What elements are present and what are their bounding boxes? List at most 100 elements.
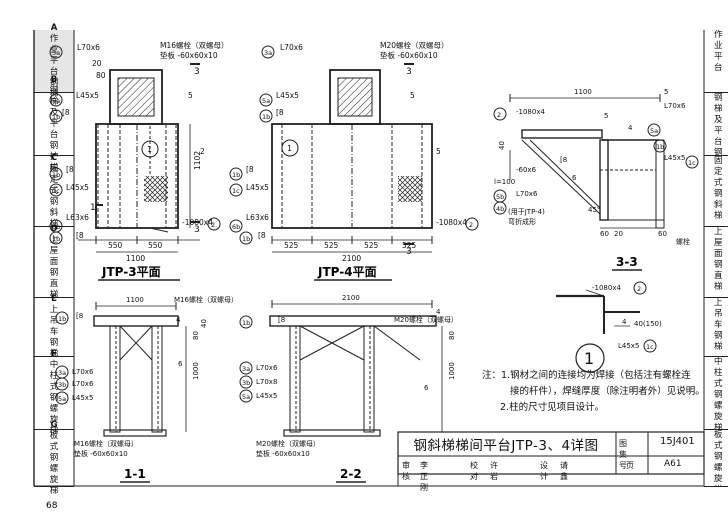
callout-1: 1: [147, 145, 152, 154]
svg-text:6b: 6b: [232, 223, 240, 231]
page-number: 68: [46, 501, 58, 511]
svg-text:1b: 1b: [232, 171, 240, 179]
svg-text:2: 2: [637, 285, 641, 293]
svg-text:2: 2: [497, 111, 501, 119]
svg-text:5a: 5a: [58, 395, 66, 403]
dim-5b: 5: [436, 147, 441, 156]
dim-1100: 1100: [574, 88, 592, 96]
dim-4: 4: [176, 316, 181, 324]
label-bolt: 螺栓: [676, 237, 690, 246]
label-l45x5b: L45x5: [66, 183, 89, 192]
dim-1100: 1100: [126, 296, 144, 304]
label-l45x5: L45x5: [276, 91, 299, 100]
jtp3-plan: [78, 63, 200, 253]
right-tab: 钢梯及平台钢护栏: [704, 93, 728, 156]
dim-40: 40: [498, 141, 506, 150]
view-title-jtp3: JTP-3平面: [101, 265, 161, 279]
label-c8: [8: [62, 108, 70, 117]
atlas-label: 图集号: [619, 439, 627, 470]
label-bolt: M20螺栓（双螺母）: [380, 40, 449, 50]
label-plate: -1080x4: [592, 284, 621, 292]
label-l70x6b: L70x6: [72, 380, 94, 388]
label-6: 6: [572, 174, 577, 182]
section-2-2-labels: 2100 [8 M20螺栓（双螺母） 4 L70x6 L70x8 L45x5 6…: [256, 294, 458, 458]
label-plate2: -60x6: [516, 166, 537, 174]
label-l45x5: L45x5: [618, 342, 639, 350]
label-l70x6b: L70x6: [516, 190, 538, 198]
detail-1-labels: -1080x4 4 40(150) L45x5 1: [584, 284, 662, 368]
note-line-2: 接的杆件），焊缝厚度（除注明者外）见说明。: [510, 386, 705, 397]
atlas-value: 15J401: [660, 436, 695, 447]
label-plate: -1080x4: [516, 108, 545, 116]
label-c8: [8: [76, 312, 83, 320]
label-bolt: M16螺栓（双螺母）: [160, 40, 229, 50]
svg-text:1b: 1b: [242, 319, 250, 327]
dim-60b: 60: [658, 230, 667, 238]
jtp3-callouts: 3a 5a 1b 1b 1c 6b 1b 2: [49, 45, 221, 245]
dim-1102: 1102: [193, 151, 202, 170]
section-2-2: [269, 300, 443, 437]
section-1-1-callouts: 1b 3a 3b 5a: [55, 311, 69, 405]
label-washer: 垫板 -60x60x10: [380, 50, 438, 60]
callout-1: 1: [287, 144, 292, 153]
svg-text:1b: 1b: [58, 315, 66, 323]
label-plate: -1080x4: [182, 218, 213, 227]
detail-1-callouts: 2 1c: [633, 281, 657, 353]
svg-text:5a: 5a: [242, 393, 250, 401]
label-c8b: [8: [246, 165, 254, 174]
designer: 请 鑫: [560, 461, 568, 481]
right-tab: 上屋面钢直梯: [704, 227, 728, 298]
review-label: 审核: [402, 461, 410, 481]
label-c8b: [8: [66, 165, 74, 174]
right-tab: 固定式钢斜梯: [704, 156, 728, 227]
dim-4: 4: [628, 124, 633, 132]
design-label: 设计: [540, 461, 548, 481]
svg-text:1c: 1c: [688, 159, 696, 167]
dim-2100: 2100: [342, 254, 361, 263]
label-l70x6: L70x6: [77, 43, 100, 52]
note-line-3: 2.柱的尺寸见项目设计。: [500, 402, 605, 413]
dim-2100: 2100: [342, 294, 360, 302]
svg-text:1b: 1b: [262, 113, 270, 121]
svg-text:3a: 3a: [242, 365, 250, 373]
dim-6: 6: [178, 360, 183, 368]
dim-5: 5: [188, 91, 193, 100]
dim-20: 20: [92, 59, 102, 68]
svg-text:1b: 1b: [52, 235, 60, 243]
dim-20: 20: [614, 230, 623, 238]
right-tab: 上吊车钢梯: [704, 298, 728, 357]
svg-text:5a: 5a: [52, 97, 60, 105]
page-label: 页: [626, 461, 634, 470]
right-tab: 板式钢螺旋梯: [704, 430, 728, 487]
svg-text:5a: 5a: [650, 127, 658, 135]
detail-1: [556, 289, 640, 373]
dim-5: 5: [410, 91, 415, 100]
svg-text:3a: 3a: [52, 49, 60, 57]
reviewer: 李正刚: [420, 461, 428, 492]
cut-3b: 3: [406, 247, 412, 257]
dim-80: 80: [448, 331, 456, 340]
section-2-2-callouts: 1b 3a 3b 5a: [239, 315, 253, 403]
label-l45x5: L45x5: [72, 394, 93, 402]
label-l100: l=100: [494, 178, 515, 186]
svg-text:3a: 3a: [264, 49, 272, 57]
dim-1000: 1000: [192, 362, 200, 380]
svg-text:1c: 1c: [52, 187, 60, 195]
svg-text:1b: 1b: [656, 143, 664, 151]
svg-text:6b: 6b: [52, 223, 60, 231]
label-c8: [8: [276, 108, 284, 117]
label-l63x6: L63x6: [66, 213, 89, 222]
svg-text:4b: 4b: [496, 205, 504, 213]
dim-1000: 1000: [448, 362, 456, 380]
dim-5b: 5: [604, 112, 608, 120]
svg-text:1b: 1b: [242, 235, 250, 243]
label-l45x5: L45x5: [664, 154, 685, 162]
dim-4: 4: [622, 318, 627, 326]
drawing-title: 钢斜梯梯间平台JTP-3、4详图: [413, 438, 599, 454]
dim-40-150: 40(150): [634, 320, 662, 328]
